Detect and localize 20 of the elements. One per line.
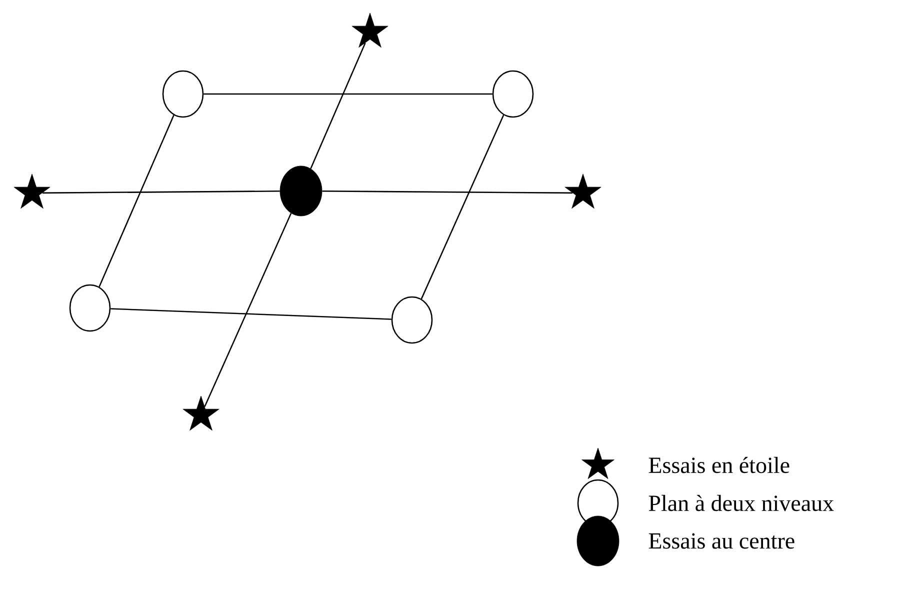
connector-line xyxy=(204,212,292,407)
open-circle xyxy=(391,296,433,344)
filled-circle xyxy=(280,166,322,216)
connector-line xyxy=(322,190,573,194)
legend-text: Essais en étoile xyxy=(648,456,790,474)
connector-line xyxy=(42,190,280,194)
connector-line xyxy=(110,308,392,320)
open-circle xyxy=(162,70,204,118)
star-marker xyxy=(14,174,50,209)
connector-line xyxy=(310,42,366,169)
legend-text: Plan à deux niveaux xyxy=(648,494,834,512)
open-circle xyxy=(69,284,111,332)
open-circle xyxy=(492,70,534,118)
connector-line xyxy=(204,93,492,95)
star-marker xyxy=(352,12,388,48)
legend-text: Essais au centre xyxy=(648,533,794,549)
star-marker xyxy=(182,396,220,431)
star-marker xyxy=(564,174,602,209)
connector-line xyxy=(98,114,174,288)
connector-line xyxy=(420,114,504,300)
